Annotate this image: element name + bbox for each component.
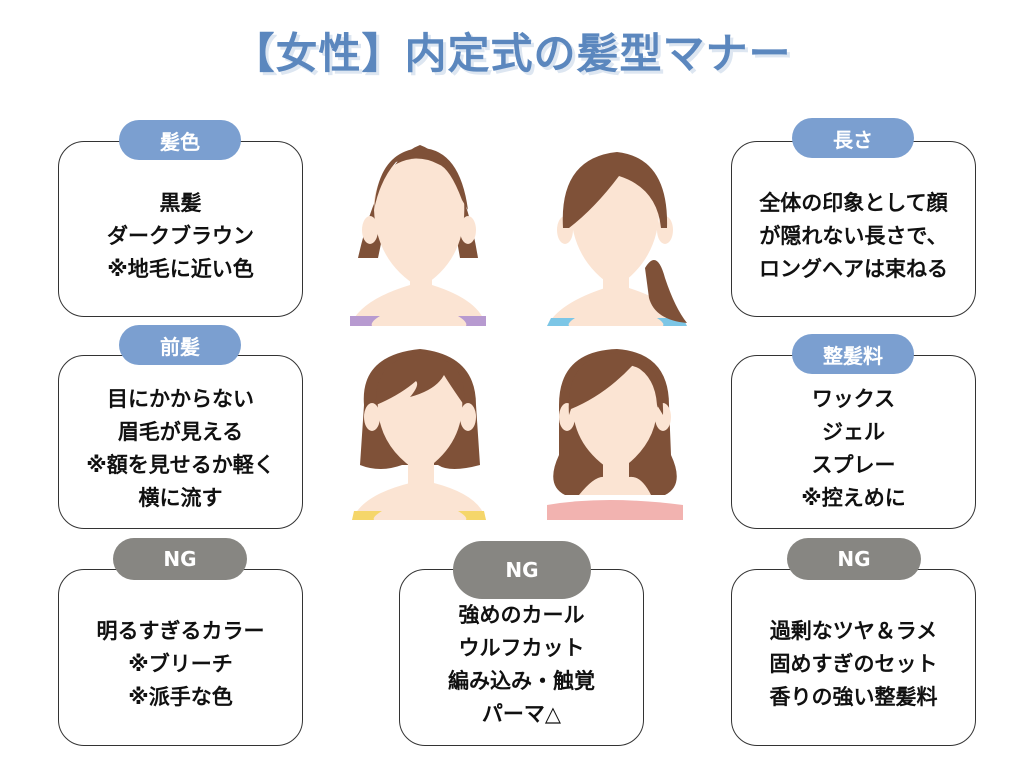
face-illustration-wavy xyxy=(547,349,683,520)
card-line: ジェル xyxy=(822,420,885,444)
face-illustration-medium xyxy=(350,145,486,326)
card-line: 明るすぎるカラー xyxy=(96,619,265,643)
card-line: ワックス xyxy=(811,387,896,411)
card-ng-right: 過剰なツヤ＆ラメ 固めすぎのセット 香りの強い整髪料 xyxy=(731,569,976,746)
label-ng-right: NG xyxy=(787,538,921,580)
card-line: 目にかからない xyxy=(107,387,254,411)
label-ng-center: NG xyxy=(453,541,591,599)
label-bangs: 前髪 xyxy=(119,325,241,365)
card-line: 横に流す xyxy=(138,486,223,510)
card-line: 眉毛が見える xyxy=(117,420,244,444)
card-hair-color: 黒髪 ダークブラウン ※地毛に近い色 xyxy=(58,141,303,317)
card-line: ※派手な色 xyxy=(128,685,233,709)
card-length: 全体の印象として顔 が隠れない長さで、 ロングヘアは束ねる xyxy=(731,141,976,317)
card-line: ダークブラウン xyxy=(107,223,254,248)
label-styling: 整髪料 xyxy=(792,334,914,374)
card-line: ※ブリーチ xyxy=(128,652,233,676)
card-line: ※地毛に近い色 xyxy=(107,256,254,281)
card-line: ※額を見せるか軽く xyxy=(86,453,275,477)
card-line: 強めのカール xyxy=(458,602,585,627)
label-hair-color: 髪色 xyxy=(119,120,241,160)
card-line: ウルフカット xyxy=(458,635,585,660)
card-line: ロングヘアは束ねる xyxy=(759,256,948,281)
label-length: 長さ xyxy=(792,118,914,158)
card-line: 過剰なツヤ＆ラメ xyxy=(769,619,938,643)
label-ng-left: NG xyxy=(113,538,247,580)
face-illustration-bangs xyxy=(352,349,486,520)
card-line: 編み込み・触覚 xyxy=(448,668,595,693)
card-line: が隠れない長さで、 xyxy=(759,223,948,248)
page-title: 【女性】内定式の髪型マナー xyxy=(232,29,792,78)
card-bangs: 目にかからない 眉毛が見える ※額を見せるか軽く 横に流す xyxy=(58,355,303,529)
card-line: 全体の印象として顔 xyxy=(759,190,948,215)
card-line: 固めすぎのセット xyxy=(769,652,938,676)
card-line: 香りの強い整髪料 xyxy=(769,685,938,709)
card-line: スプレー xyxy=(811,453,896,477)
card-ng-left: 明るすぎるカラー ※ブリーチ ※派手な色 xyxy=(58,569,303,746)
card-styling: ワックス ジェル スプレー ※控えめに xyxy=(731,355,976,529)
card-line: ※控えめに xyxy=(801,486,906,510)
face-illustration-ponytail xyxy=(547,152,687,326)
card-line: パーマ△ xyxy=(481,701,562,726)
card-line: 黒髪 xyxy=(159,190,202,215)
